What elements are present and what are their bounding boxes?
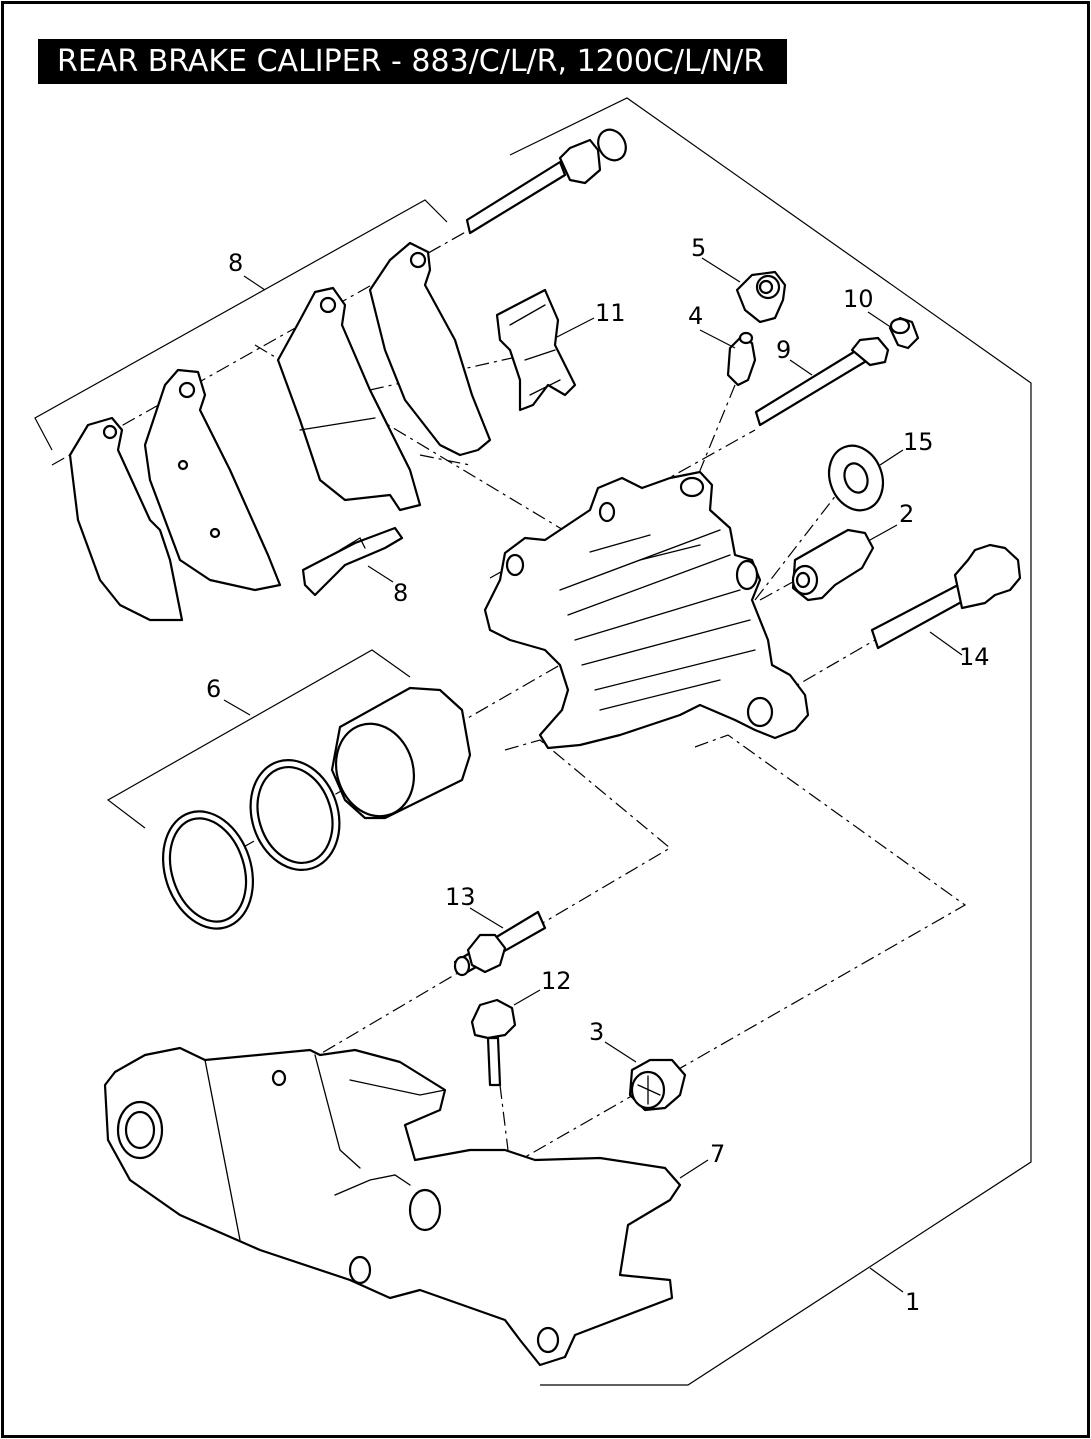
brake-pad-outer — [68, 416, 184, 622]
pin-cap — [888, 316, 920, 350]
rounded-head-bolt — [470, 998, 517, 1087]
pad-spring — [495, 288, 577, 412]
callout-3: 3 — [589, 1018, 604, 1046]
callout-9: 9 — [776, 336, 791, 364]
guide-pin — [870, 543, 1022, 650]
callout-7: 7 — [710, 1140, 725, 1168]
callout-6: 6 — [206, 675, 221, 703]
mounting-stud — [453, 910, 547, 977]
callout-2: 2 — [899, 500, 914, 528]
bracket-pad-group — [34, 199, 448, 451]
pad-pin — [754, 336, 890, 427]
callout-8-lower: 8 — [393, 579, 408, 607]
caliper-mounting-bracket — [103, 1046, 682, 1367]
callout-12: 12 — [541, 967, 572, 995]
upper-guide-pin — [465, 128, 627, 235]
callout-labels: 8 8 11 5 4 10 9 15 2 14 6 13 12 3 7 1 — [206, 234, 990, 1316]
callout-8-upper: 8 — [228, 249, 243, 277]
callout-4: 4 — [688, 302, 703, 330]
callout-15: 15 — [903, 428, 934, 456]
diagram-title: REAR BRAKE CALIPER - 883/C/L/R, 1200C/L/… — [38, 39, 787, 84]
washer — [827, 444, 885, 512]
callout-14: 14 — [959, 643, 990, 671]
dust-boot — [161, 810, 255, 930]
piston — [330, 686, 472, 820]
callout-10: 10 — [843, 285, 874, 313]
bleeder-valve — [726, 331, 757, 387]
brake-pad-outer-backing — [143, 368, 282, 592]
brake-pad-inner-backing — [368, 241, 492, 457]
callout-11: 11 — [595, 299, 626, 327]
callout-5: 5 — [691, 234, 706, 262]
leader-lines — [223, 257, 963, 1293]
caliper-body — [483, 470, 810, 750]
bleeder-cap — [735, 270, 787, 324]
pad-clip — [301, 526, 404, 597]
callout-1: 1 — [905, 1288, 920, 1316]
bushing — [791, 528, 875, 602]
assembly-bracket-1 — [509, 97, 1032, 1386]
piston-seal — [249, 759, 341, 871]
brake-pad-inner — [276, 286, 422, 512]
bracket-piston-group — [106, 649, 411, 829]
callout-13: 13 — [445, 883, 476, 911]
plug — [628, 1058, 687, 1112]
